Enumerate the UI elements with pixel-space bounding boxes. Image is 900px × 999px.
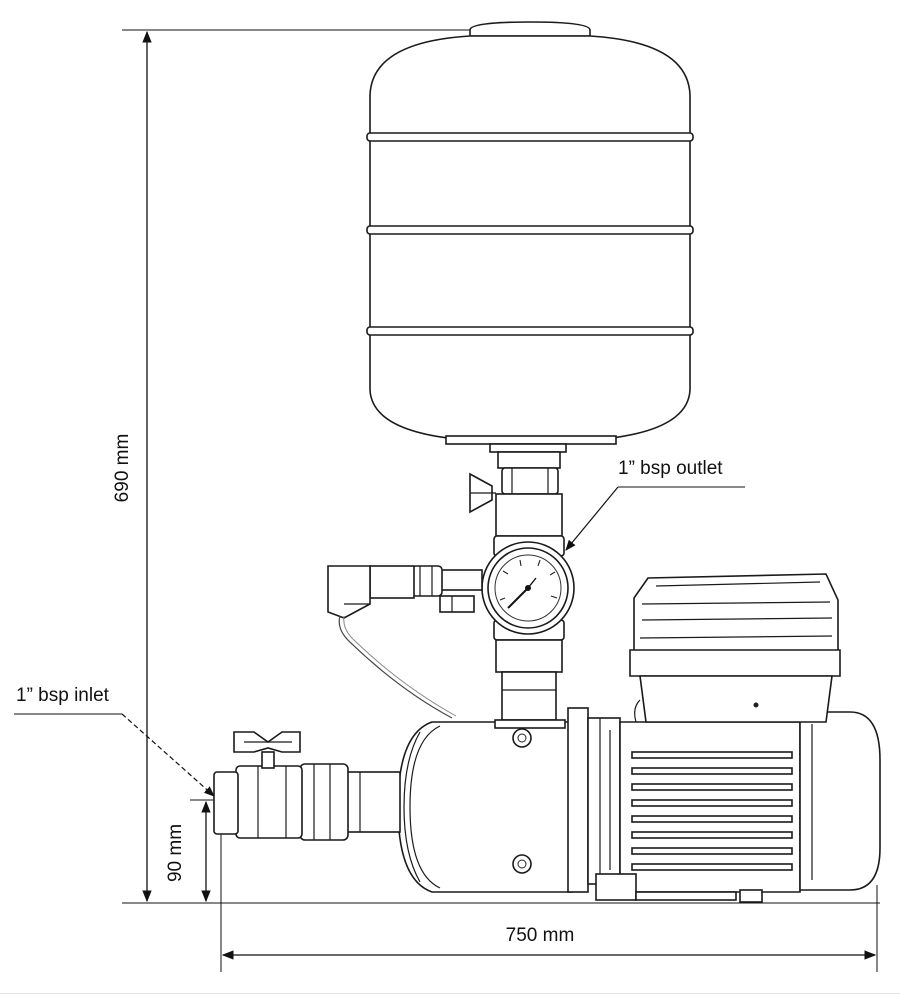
motor-fins <box>631 751 793 871</box>
pressure-switch <box>327 565 483 719</box>
outlet-manifold <box>469 451 565 721</box>
overall-height-label: 690 mm <box>112 434 133 503</box>
pump-body <box>397 707 621 893</box>
inlet-height-label: 90 mm <box>165 824 186 882</box>
overall-width-label: 750 mm <box>506 925 575 946</box>
motor <box>595 711 881 903</box>
outlet-callout: 1” bsp outlet <box>565 458 745 551</box>
outlet-leader-arrow <box>565 486 619 551</box>
inlet-label: 1” bsp inlet <box>16 685 110 706</box>
pressure-tank <box>366 21 694 453</box>
inlet-callout: 1” bsp inlet <box>14 685 215 797</box>
outlet-label: 1” bsp outlet <box>618 458 723 479</box>
dimension-lines <box>122 29 880 972</box>
pressure-gauge <box>481 541 575 635</box>
bottom-divider <box>0 993 900 994</box>
inlet-leader-arrow <box>121 713 215 797</box>
controller-box <box>629 573 841 723</box>
inlet-valve <box>213 731 401 841</box>
